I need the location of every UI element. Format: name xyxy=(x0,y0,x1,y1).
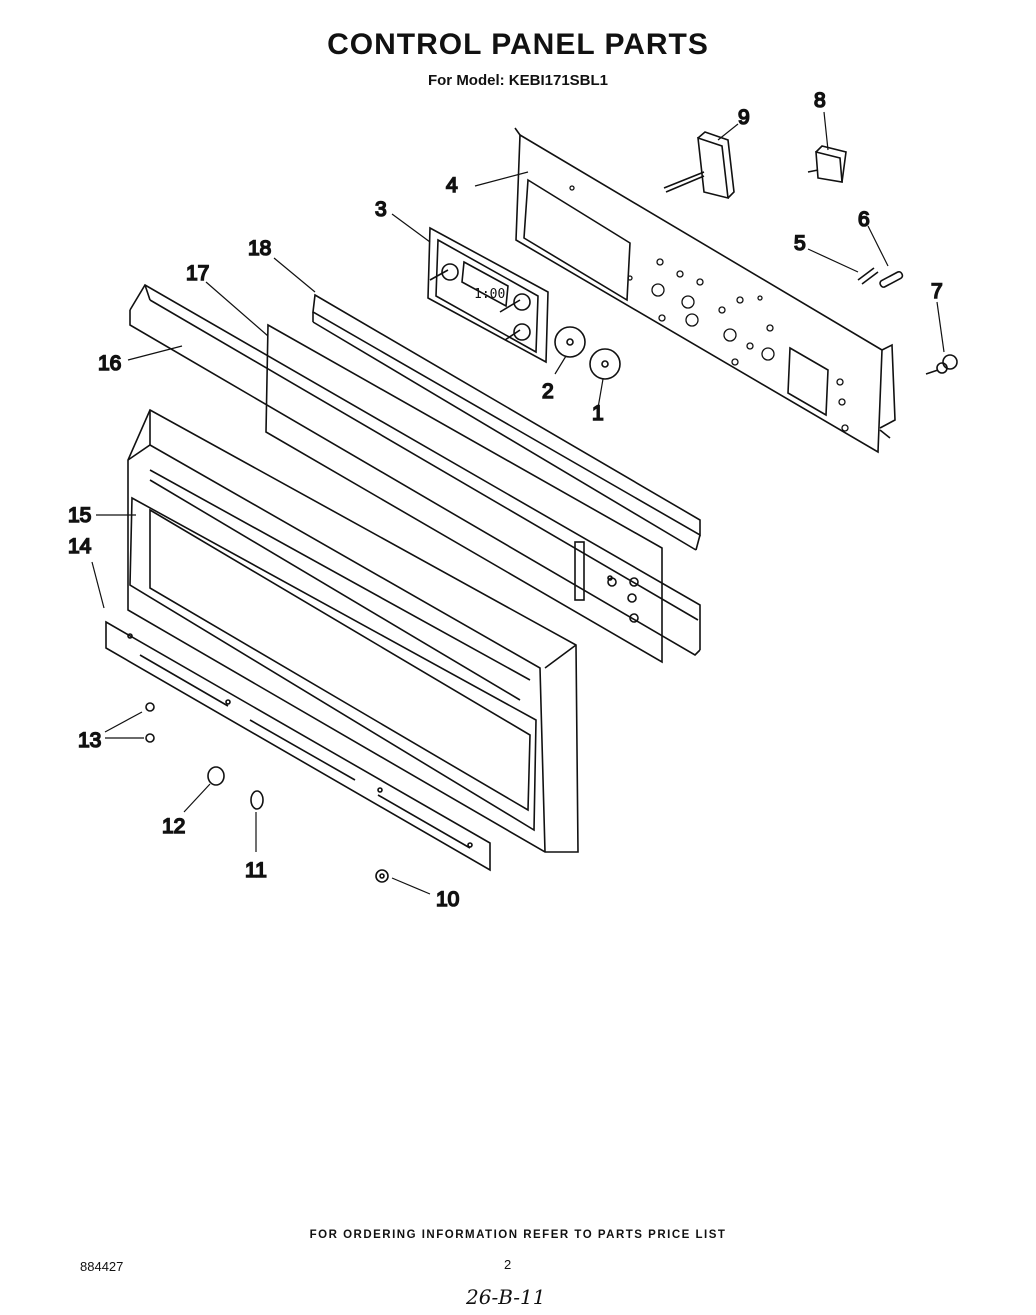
leader-lines xyxy=(91,111,945,895)
part-11-grommet xyxy=(250,790,264,810)
page-number: 2 xyxy=(504,1257,512,1272)
callout-7: 7 xyxy=(931,280,943,303)
part-3-display-bezel: 1:00 xyxy=(427,226,549,364)
part-4-rear-panel xyxy=(514,127,896,454)
document-number: 884427 xyxy=(80,1259,124,1274)
part-16-channel-rail xyxy=(129,283,701,657)
callout-11: 11 xyxy=(245,859,267,882)
callout-labels: 1 2 3 4 5 6 7 8 9 10 11 12 13 14 15 16 1… xyxy=(67,88,943,912)
part-9-switch xyxy=(663,131,735,200)
callout-10: 10 xyxy=(436,888,459,911)
callout-17: 17 xyxy=(186,262,209,285)
callout-4: 4 xyxy=(446,174,458,197)
part-1-knob xyxy=(589,348,621,380)
part-8-clock-module xyxy=(807,145,847,183)
callout-15: 15 xyxy=(68,504,91,527)
part-17-panel-face xyxy=(265,323,663,664)
callout-14: 14 xyxy=(68,535,92,558)
callout-12: 12 xyxy=(162,815,185,838)
part-10-screw xyxy=(375,869,389,883)
callout-1: 1 xyxy=(592,402,604,425)
page-title: CONTROL PANEL PARTS xyxy=(327,28,709,61)
callout-16: 16 xyxy=(98,352,121,375)
callout-2: 2 xyxy=(542,380,554,403)
part-14-lower-trim xyxy=(105,620,491,872)
part-7-lamp-socket xyxy=(925,354,958,375)
part-2-knob xyxy=(554,326,586,358)
callout-5: 5 xyxy=(794,232,806,255)
part-15-console-housing xyxy=(127,408,579,853)
ordering-note: FOR ORDERING INFORMATION REFER TO PARTS … xyxy=(309,1229,727,1241)
callout-8: 8 xyxy=(814,89,826,112)
part-18-trim-strip xyxy=(312,293,701,551)
display-readout: 1:00 xyxy=(474,287,505,302)
part-13-clips xyxy=(145,702,155,743)
part-6-clip xyxy=(879,270,904,288)
callout-9: 9 xyxy=(738,106,750,129)
handwritten-note: 26-B-11 xyxy=(466,1285,546,1309)
part-12-plug xyxy=(207,766,225,786)
callout-3: 3 xyxy=(375,198,387,221)
part-5-pin xyxy=(857,267,879,285)
callout-6: 6 xyxy=(858,208,870,231)
callout-13: 13 xyxy=(78,729,101,752)
model-subtitle: For Model: KEBI171SBL1 xyxy=(427,72,609,89)
callout-18: 18 xyxy=(248,237,271,260)
